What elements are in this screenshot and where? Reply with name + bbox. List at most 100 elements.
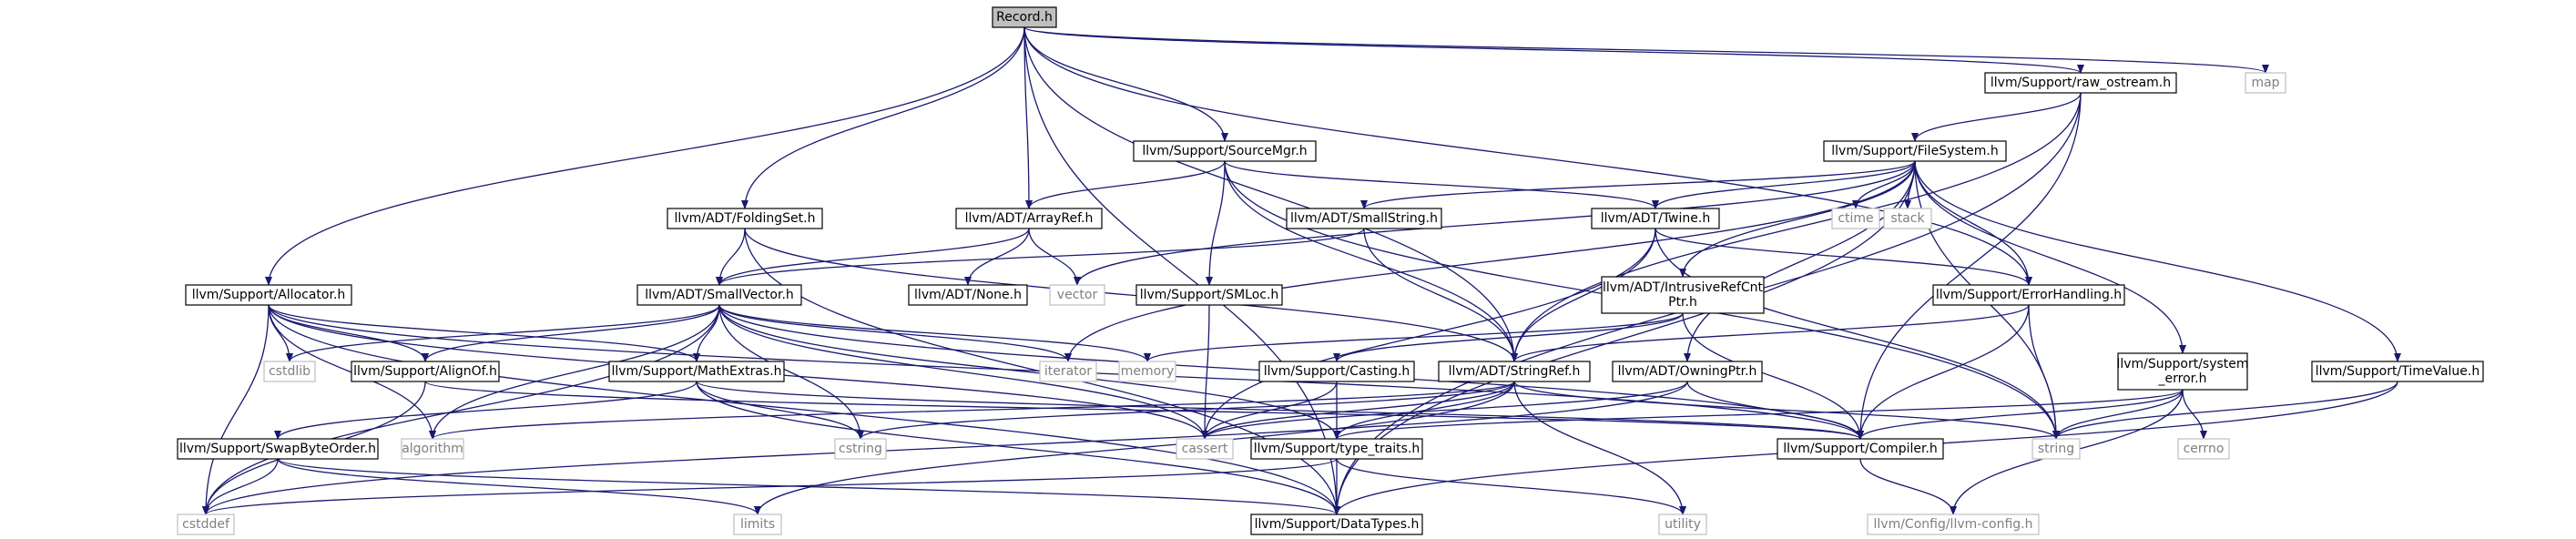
node-label: llvm/Support/Allocator.h (192, 288, 346, 302)
node-box (1438, 361, 1591, 382)
node-timevalue[interactable]: llvm/Support/TimeValue.h (2311, 361, 2484, 382)
edge-filesystem-to-smallstring (1360, 160, 1916, 209)
edge-arrayref-to-none (964, 228, 1030, 286)
node-none[interactable]: llvm/ADT/None.h (908, 284, 1028, 306)
node-box (263, 361, 316, 382)
edge-smallvector-to-alignof (422, 304, 720, 362)
node-label: llvm/Support/type_traits.h (1254, 442, 1420, 456)
node-datatypes[interactable]: llvm/Support/DataTypes.h (1250, 514, 1423, 535)
node-smloc[interactable]: llvm/Support/SMLoc.h (1135, 284, 1283, 306)
edge-typetraits-to-cstddef (202, 458, 1338, 515)
edge-smallvector-to-cassert (718, 304, 1208, 440)
edge-sourcemgr-to-twine (1224, 160, 1659, 209)
edge-intrusiverefcnt-to-compiler (1682, 312, 1864, 440)
node-vector: vector (1049, 284, 1105, 306)
node-compiler[interactable]: llvm/Support/Compiler.h (1777, 438, 1944, 460)
node-box (2245, 72, 2286, 94)
node-sourcemgr[interactable]: llvm/Support/SourceMgr.h (1133, 140, 1317, 162)
node-llvmconfig: llvm/Config/llvm-config.h (1867, 514, 2040, 535)
node-raw_ostream[interactable]: llvm/Support/raw_ostream.h (1984, 72, 2177, 94)
node-label: vector (1057, 288, 1098, 302)
node-utility: utility (1658, 514, 1707, 535)
node-label: llvm/ADT/OwningPtr.h (1618, 364, 1757, 379)
edge-twine-to-stringref (1511, 228, 1656, 362)
node-label: llvm/Support/Casting.h (1264, 364, 1410, 379)
node-owningptr[interactable]: llvm/ADT/OwningPtr.h (1612, 361, 1763, 382)
node-box (1118, 361, 1176, 382)
edge-twine-to-errorhandling (1655, 228, 2032, 286)
node-alignof[interactable]: llvm/Support/AlignOf.h (351, 361, 500, 382)
node-box (667, 208, 823, 229)
node-label: llvm/Support/SwapByteOrder.h (179, 442, 376, 456)
node-box (1176, 438, 1234, 460)
node-cerrno: cerrno (2177, 438, 2230, 460)
edge-record-to-errorhandling (1023, 26, 2032, 286)
node-record[interactable]: Record.h (992, 6, 1057, 28)
edge-systemerror-to-string (2052, 389, 2184, 440)
node-map: map (2245, 72, 2286, 94)
node-box (2311, 361, 2484, 382)
edge-compiler-to-llvmconfig (1859, 458, 1957, 515)
edge-allocator-to-cstddef (202, 304, 270, 515)
node-label: llvm/ADT/ArrayRef.h (965, 211, 1094, 226)
node-label: llvm/Support/raw_ostream.h (1991, 76, 2171, 90)
edge-sourcemgr-to-smloc (1206, 160, 1226, 286)
node-box (1039, 361, 1097, 382)
node-box (2177, 438, 2230, 460)
node-twine[interactable]: llvm/ADT/Twine.h (1591, 208, 1720, 229)
node-arrayref[interactable]: llvm/ADT/ArrayRef.h (955, 208, 1103, 229)
node-smallvector[interactable]: llvm/ADT/SmallVector.h (636, 284, 802, 306)
node-stack: stack (1883, 208, 1932, 229)
edge-twine-to-cassert (1201, 228, 1656, 440)
node-systemerror[interactable]: llvm/Support/system_error.h (2116, 352, 2249, 391)
edge-swapbyteorder-to-limits (277, 458, 761, 515)
node-label: cassert (1182, 442, 1228, 456)
node-label: cerrno (2184, 442, 2225, 456)
edge-systemerror-to-cerrno (2182, 389, 2207, 440)
edge-sourcemgr-to-arrayref (1025, 160, 1226, 209)
edge-raw_ostream-to-stringref (1511, 92, 2082, 362)
node-box (733, 514, 782, 535)
node-cstdlib: cstdlib (263, 361, 316, 382)
edge-filesystem-to-twine (1652, 160, 1916, 209)
edge-stringref-to-limits (754, 381, 1515, 515)
node-label: cstdlib (269, 364, 311, 379)
edge-allocator-to-alignof (268, 304, 429, 362)
edge-stringref-to-algorithm (429, 381, 1515, 440)
node-label: llvm/Support/AlignOf.h (353, 364, 497, 379)
node-label: llvm/ADT/StringRef.h (1449, 364, 1581, 379)
edge-smallvector-to-cstring (718, 304, 864, 440)
node-cstring: cstring (834, 438, 887, 460)
edge-smallvector-to-memory (718, 304, 1151, 362)
node-allocator[interactable]: llvm/Support/Allocator.h (185, 284, 352, 306)
node-box (351, 361, 500, 382)
node-errorhandling[interactable]: llvm/Support/ErrorHandling.h (1932, 284, 2125, 306)
node-box (636, 284, 802, 306)
edge-smallvector-to-iterator (718, 304, 1072, 362)
edge-filesystem-to-intrusiverefcnt (1679, 160, 1916, 278)
node-label: llvm/Support/TimeValue.h (2316, 364, 2480, 379)
edge-errorhandling-to-compiler (1857, 304, 2030, 440)
node-box (1612, 361, 1763, 382)
node-memory: memory (1118, 361, 1176, 382)
edge-record-to-map (1023, 26, 2269, 74)
node-swapbyteorder[interactable]: llvm/Support/SwapByteOrder.h (177, 438, 379, 460)
node-box (992, 6, 1057, 28)
node-typetraits[interactable]: llvm/Support/type_traits.h (1250, 438, 1423, 460)
edge-allocator-to-algorithm (268, 304, 436, 440)
node-label: llvm/ADT/Twine.h (1601, 211, 1710, 226)
edge-arrayref-to-smallvector (716, 228, 1030, 286)
node-box (1777, 438, 1944, 460)
node-stringref[interactable]: llvm/ADT/StringRef.h (1438, 361, 1591, 382)
node-mathextras[interactable]: llvm/Support/MathExtras.h (608, 361, 785, 382)
node-casting[interactable]: llvm/Support/Casting.h (1258, 361, 1415, 382)
node-label: llvm/Support/FileSystem.h (1831, 144, 1998, 158)
node-label: llvm/ADT/IntrusiveRefCnt (1603, 280, 1764, 295)
node-box (908, 284, 1028, 306)
node-smallstring[interactable]: llvm/ADT/SmallString.h (1286, 208, 1442, 229)
node-filesystem[interactable]: llvm/Support/FileSystem.h (1823, 140, 2007, 162)
node-foldingset[interactable]: llvm/ADT/FoldingSet.h (667, 208, 823, 229)
edge-owningptr-to-compiler (1686, 381, 1864, 440)
edge-alignof-to-compiler (424, 381, 1864, 440)
